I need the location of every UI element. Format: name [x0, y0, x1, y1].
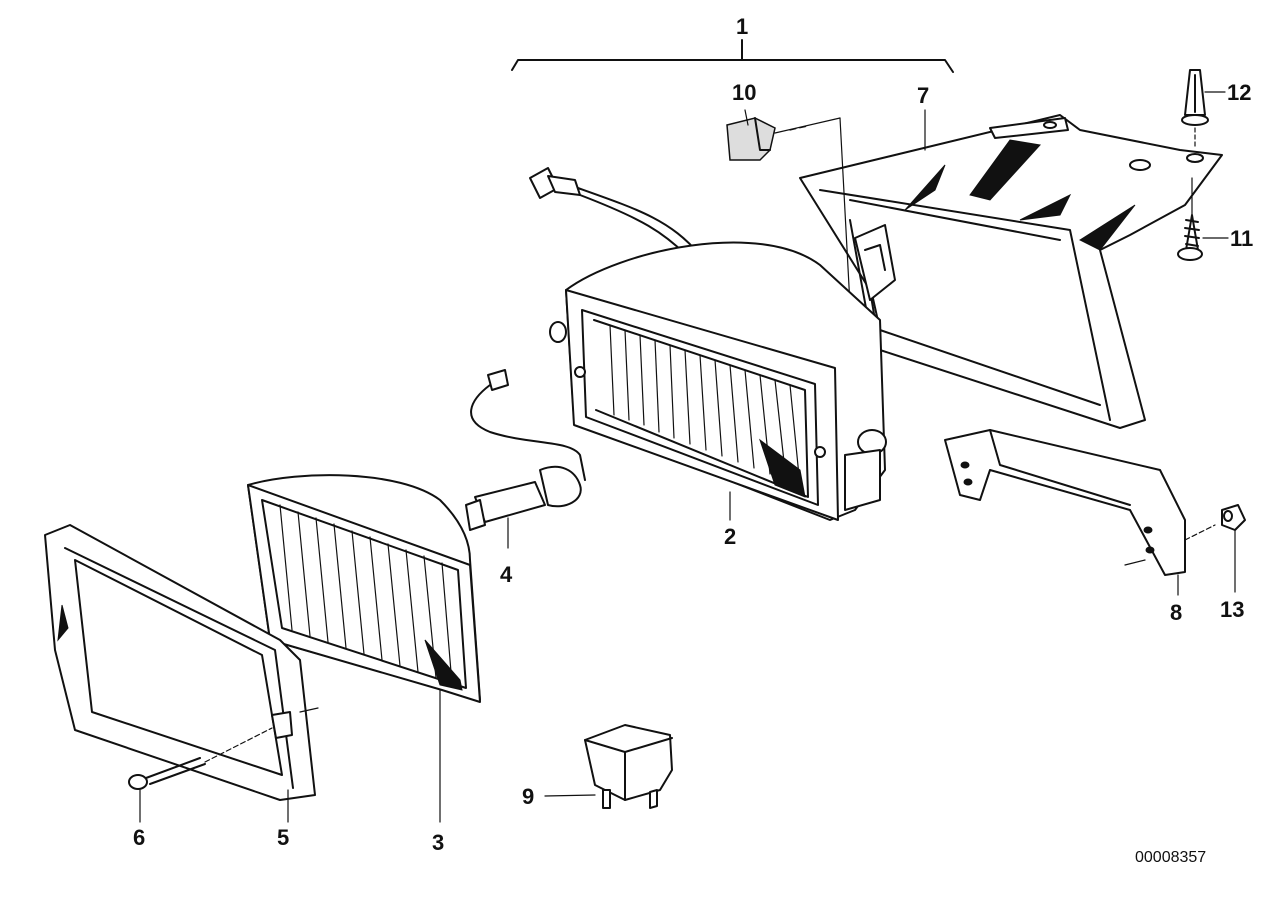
part-8-lower-bracket — [944, 429, 1216, 596]
callout-3: 3 — [432, 830, 444, 855]
part-9-relay — [544, 724, 673, 809]
part-5-trim-frame — [44, 524, 319, 823]
callout-12: 12 — [1227, 80, 1251, 105]
part-6-screw — [128, 727, 273, 823]
callout-6: 6 — [133, 825, 145, 850]
harness-cable — [529, 167, 701, 263]
part-10-clip — [726, 117, 851, 306]
part-12-expanding-rivet — [1181, 69, 1226, 149]
assembly-bracket — [511, 39, 954, 73]
callout-7: 7 — [917, 83, 929, 108]
part-7-mounting-bracket — [799, 114, 1223, 429]
callout-9: 9 — [522, 784, 534, 809]
lens-ribs — [279, 504, 453, 685]
callout-13: 13 — [1220, 597, 1244, 622]
callout-8: 8 — [1170, 600, 1182, 625]
callout-11: 11 — [1230, 226, 1253, 251]
diagram-id: 00008357 — [1135, 849, 1206, 866]
part-13-nut — [1221, 504, 1246, 593]
callout-2: 2 — [724, 524, 736, 549]
part-11-tapping-screw — [1177, 177, 1229, 261]
leader-lines — [729, 109, 926, 521]
callout-5: 5 — [277, 825, 289, 850]
part-2-lamp-housing — [549, 241, 887, 521]
part-3-lens-insert — [247, 474, 481, 823]
part-4-halogen-bulb — [465, 369, 586, 549]
callout-10: 10 — [732, 80, 756, 105]
callout-4: 4 — [500, 562, 513, 587]
callout-labels: 1 2 3 4 5 6 7 8 9 10 11 12 13 — [133, 14, 1253, 855]
callout-1: 1 — [736, 14, 748, 39]
